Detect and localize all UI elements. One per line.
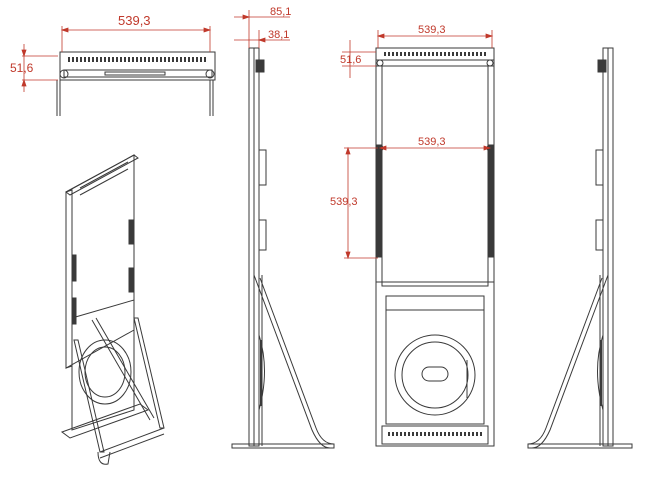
front-view-bottom-vent [388, 432, 482, 436]
front-view-bottom-bar [381, 425, 489, 445]
top-view-right-bolt [205, 69, 215, 79]
front-view-width-top-label: 539,3 [418, 24, 446, 36]
right-side-view [527, 47, 633, 449]
iso-stand-cross [91, 317, 155, 421]
front-view-dimensions [342, 30, 494, 260]
front-view-width-mid-label: 539,3 [418, 136, 446, 148]
top-view-center-slot [104, 71, 166, 76]
front-view-height-mid-label: 539,3 [330, 196, 358, 208]
top-view-vent-strip [68, 57, 208, 62]
front-view-height-top-label: 51,6 [340, 54, 361, 66]
top-view-dimensions [21, 26, 212, 92]
top-view-frame [59, 51, 216, 81]
side-view-bracket-1 [259, 149, 267, 186]
top-view-inner-bar [63, 69, 213, 78]
iso-top-cap [65, 154, 139, 196]
right-side-stand-brace [527, 274, 609, 449]
iso-base-foot [97, 451, 111, 465]
iso-bracket-right-1 [128, 219, 134, 245]
side-view-inner-depth-label: 38,1 [268, 29, 289, 41]
front-view-top-left-bolt [376, 59, 384, 67]
top-view-height-label: 51,6 [10, 61, 34, 75]
iso-lower-housing [71, 299, 135, 431]
iso-stand-left [73, 339, 105, 453]
front-view-top-bar [375, 47, 495, 67]
front-view-bracket-right [487, 144, 494, 258]
iso-bracket-left-1 [71, 254, 77, 282]
front-view-bracket-left [376, 144, 383, 258]
right-side-top-bracket [597, 59, 607, 73]
side-view-top-bracket [255, 59, 265, 73]
front-view-top-rail [375, 59, 495, 67]
right-side-bracket-1 [595, 149, 603, 186]
right-side-base [527, 443, 633, 449]
front-view-lower-panel [385, 295, 485, 425]
iso-round-cutout-inner [84, 346, 126, 398]
front-view [375, 47, 495, 447]
front-view-round-cutout-inner [401, 341, 469, 409]
side-view [231, 47, 335, 449]
top-view-left-bolt [59, 69, 69, 79]
front-view-top-right-bolt [486, 59, 494, 67]
front-view-inner-frame [381, 65, 489, 287]
iso-stand-right [133, 317, 165, 429]
iso-panel-edge [65, 189, 73, 369]
side-view-bracket-2 [259, 219, 267, 251]
front-view-round-cutout [394, 334, 476, 416]
side-view-base [231, 443, 335, 449]
right-side-bracket-2 [595, 219, 603, 251]
iso-round-cutout [78, 339, 132, 405]
front-view-frame [375, 47, 495, 447]
top-view-width-label: 539,3 [118, 13, 151, 28]
side-view-stand-brace [253, 274, 335, 449]
front-view-handle [421, 366, 449, 382]
iso-bracket-left-2 [71, 297, 77, 325]
side-view-outer-depth-label: 85,1 [270, 6, 291, 18]
isometric-view [60, 154, 165, 465]
iso-base-plate [60, 403, 150, 439]
side-view-dimensions [234, 10, 290, 48]
top-view [56, 51, 216, 116]
iso-bracket-right-2 [128, 267, 134, 293]
front-view-top-vent [382, 52, 488, 56]
